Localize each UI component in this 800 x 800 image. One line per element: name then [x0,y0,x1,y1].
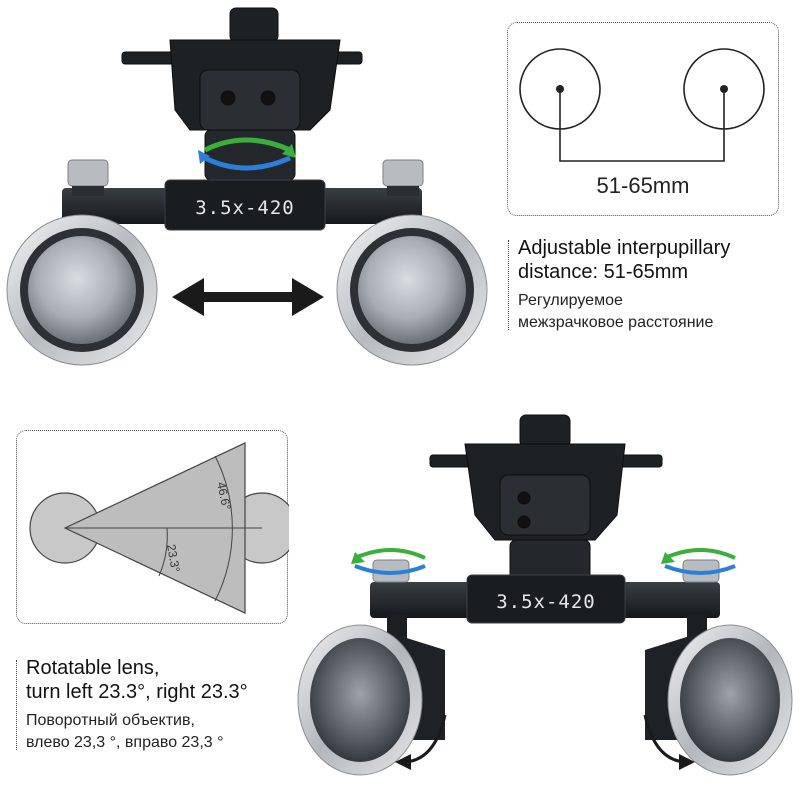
top-loupe-illustration: 3.5x-420 [0,0,500,380]
lens-left [6,214,158,366]
ipd-diagram [519,48,765,162]
angle-outer-label: 46.6° [214,481,234,512]
ipd-diagram-box: 51-65mm [507,22,779,216]
knob-left [67,159,109,196]
rotation-arrow-right [661,548,736,575]
ipd-title-en-line2: distance: 51-65mm [518,261,689,283]
ipd-title-ru: Регулируемое межзрачковое расстояние [518,290,800,334]
lens-left-rotated [297,624,445,776]
rotation-title-ru-line2: влево 23,3 °, вправо 23,3 ° [26,734,224,751]
knob-right [382,159,424,196]
ipd-range-label: 51-65mm [596,173,690,198]
clip-frame [121,7,363,181]
ipd-description: Adjustable interpupillary distance: 51-6… [508,236,800,334]
angle-diagram-box: 46.6° 23.3° [16,430,289,624]
bottom-loupe-illustration: 3.5x-420 [295,410,800,800]
ipd-title-ru-line2: межзрачковое расстояние [518,314,714,331]
angle-inner-label: 23.3° [164,543,183,573]
rotation-arrow-top [198,137,296,171]
rotation-description: Rotatable lens, turn left 23.3°, right 2… [16,656,326,754]
clip-frame-bottom [429,414,663,581]
rotation-title-ru-line1: Поворотный объектив, [26,712,195,729]
curved-arrow-left-icon [395,714,447,770]
lens-right [336,214,488,366]
ipd-title-ru-line1: Регулируемое [518,292,623,309]
angle-diagram: 46.6° 23.3° [29,442,289,614]
plate-label-top: 3.5x-420 [195,197,295,219]
rotation-arrow-left [351,548,426,575]
curved-arrow-right-icon [643,714,695,770]
ipd-title-en-line1: Adjustable interpupillary [518,237,731,259]
double-arrow-icon [172,278,324,316]
rotation-title-en-line2: turn left 23.3°, right 23.3° [26,681,248,703]
rotation-title-ru: Поворотный объектив, влево 23,3 °, вправ… [26,710,326,754]
lens-right-rotated [645,624,793,776]
rotation-title-en-line1: Rotatable lens, [26,657,160,679]
plate-label-bottom: 3.5x-420 [496,591,596,613]
